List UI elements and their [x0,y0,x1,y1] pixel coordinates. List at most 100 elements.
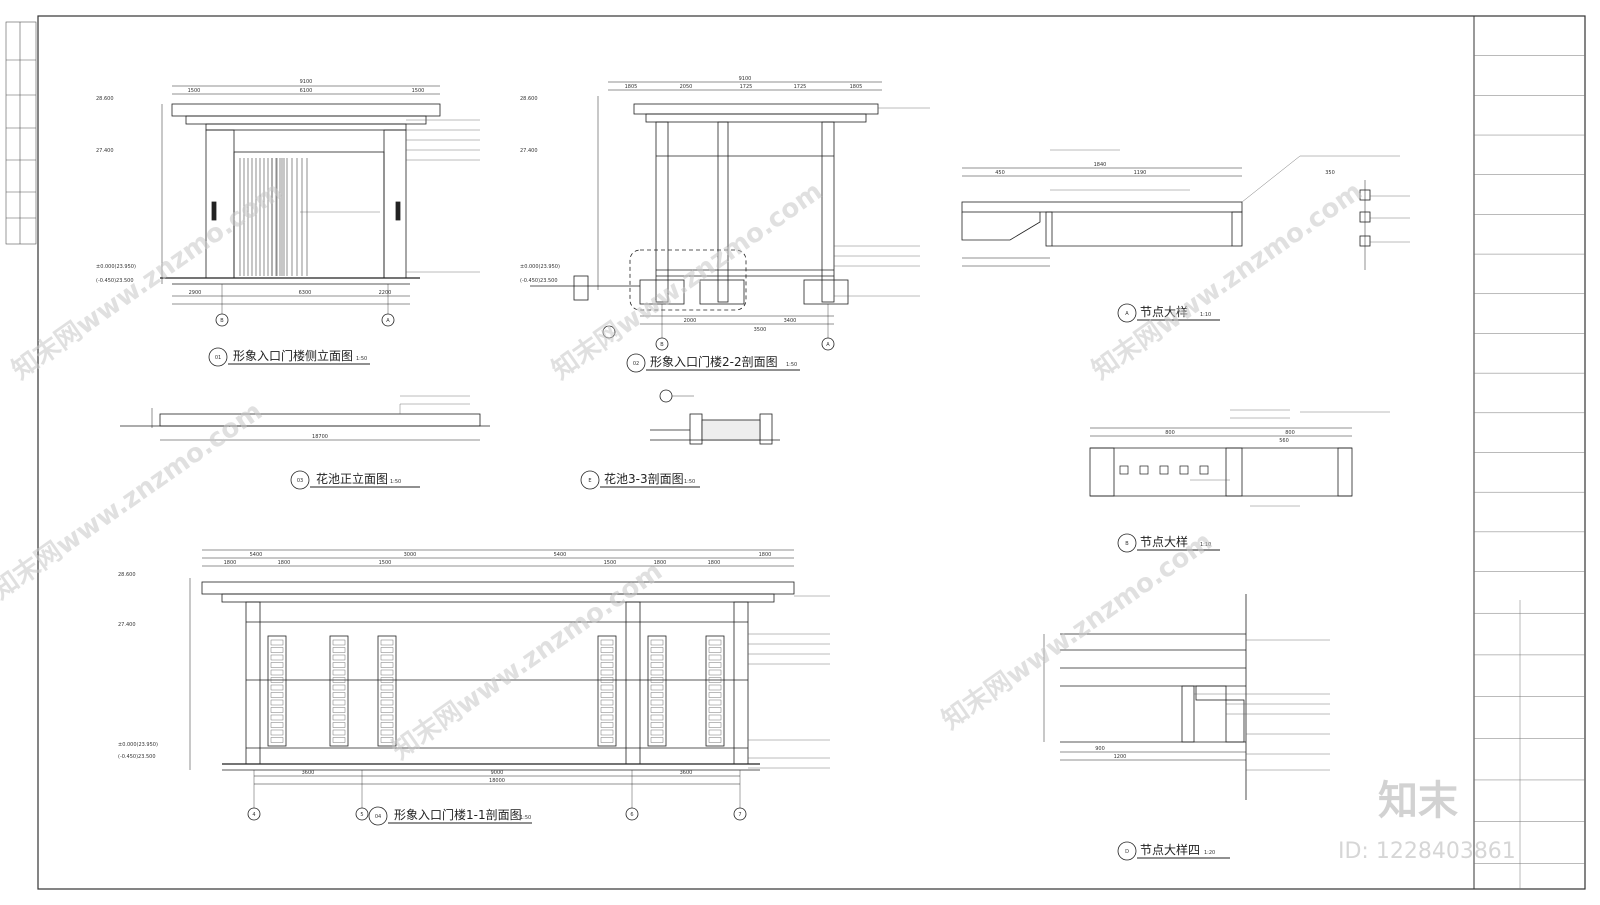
node-detail-D-drawing [1043,594,1330,861]
planter-elevation-drawing [120,395,490,441]
drawing-title: 形象入口门楼1-1剖面图 [394,807,522,822]
dim: 5400 [250,552,263,558]
planter-section-drawing [650,389,780,445]
watermark-layer: 知末网www.znzmo.com 知末网www.znzmo.com 知末网www… [0,176,1368,765]
dim: 1500 [412,88,425,94]
dim: 1800 [654,560,667,566]
dim: 450 [995,170,1005,176]
drawing-label-01 [208,347,370,367]
drawing-title: 花池正立面图 [316,471,388,486]
section-22-drawing [530,81,930,351]
drawing-scale: 1:50 [786,362,797,368]
block-mark [1179,465,1189,475]
dim: 2900 [189,290,202,296]
dim: 1190 [1134,170,1147,176]
drawing-title: 形象入口门楼侧立面图 [233,348,353,363]
lattice-panel [329,635,349,747]
dim: 800 [1165,430,1175,436]
axis-label: 4 [252,812,255,818]
dim: 1500 [604,560,617,566]
drawing-scale: 1:50 [390,479,401,485]
dim-total: 9100 [739,76,752,82]
watermark-text: 知末网www.znzmo.com [937,526,1218,735]
dim-total: 18700 [312,434,328,440]
dim: 1800 [708,560,721,566]
drawing-title: 花池3-3剖面图 [604,471,684,486]
block-mark [1159,465,1169,475]
axis-label: B [220,318,224,324]
level-mark: (-0.450)23.500 [520,278,558,284]
brand-logo: 知末 [1378,778,1458,824]
dim: 9000 [491,770,504,776]
level-mark: 28.600 [118,572,136,578]
level-mark: 28.600 [96,96,114,102]
dim-total: 18000 [489,778,505,784]
lattice-panel [377,635,397,747]
node-detail-A-drawing [961,149,1410,323]
axis-label: B [660,342,664,348]
level-mark: 27.400 [118,622,136,628]
dim: 1500 [379,560,392,566]
lattice-panel [647,635,667,747]
dim: 900 [1095,746,1105,752]
axis-label: A [826,342,830,348]
section-11-drawing [189,549,830,821]
drawing-number: D [1125,849,1129,855]
lattice-panel [705,635,725,747]
drawing-scale: 1:10 [1200,542,1211,548]
dim: 3400 [784,318,797,324]
lattice-panel [267,635,287,747]
dim: 1800 [759,552,772,558]
dim: 2200 [379,290,392,296]
binding-strip [5,21,37,245]
dim: 1805 [625,84,638,90]
drawing-title: 形象入口门楼2-2剖面图 [650,354,778,369]
level-mark: ±0.000(23.950) [118,742,158,748]
lattice-panel [597,635,617,747]
level-mark: 28.600 [520,96,538,102]
dim: 350 [1325,170,1335,176]
level-mark: ±0.000(23.950) [520,264,560,270]
drawing-number: 01 [215,355,221,361]
side-elevation-drawing [160,85,480,327]
level-mark: 27.400 [96,148,114,154]
dim: 800 [1285,430,1295,436]
drawing-title: 节点大样 [1140,534,1188,549]
drawing-label-02 [626,353,800,373]
drawing-scale: 1:20 [1204,850,1215,856]
axis-label: 5 [360,812,363,818]
drawing-scale: 1:50 [356,356,367,362]
dim: 5400 [554,552,567,558]
axis-label: 6 [630,812,633,818]
dim: 1800 [224,560,237,566]
level-mark: 27.400 [520,148,538,154]
axis-label: 7 [738,812,741,818]
dim: 1800 [278,560,291,566]
drawing-number: E [588,478,591,484]
title-block [1473,15,1586,890]
dim-total: 9100 [300,79,313,85]
dim: 1500 [188,88,201,94]
asset-id: ID: 1228403861 [1338,839,1516,864]
level-mark: (-0.450)23.500 [96,278,134,284]
dim: 1725 [794,84,807,90]
axis-label: A [386,318,390,324]
drawing-number: 04 [375,814,381,820]
dim: 6300 [299,290,312,296]
dim: 1805 [850,84,863,90]
dim: 2000 [684,318,697,324]
watermark-text: 知末网www.znzmo.com [1087,176,1368,385]
level-mark: ±0.000(23.950) [96,264,136,270]
drawing-number: 02 [633,361,639,367]
drawing-number: 03 [297,478,303,484]
dim: 560 [1279,438,1289,444]
dim: 3000 [404,552,417,558]
dim: 2050 [680,84,693,90]
drawing-label-03 [290,470,420,490]
drawing-title: 节点大样 [1140,304,1188,319]
drawing-number: B [1125,541,1129,547]
drawing-scale: 1:50 [520,815,531,821]
block-mark [1119,465,1129,475]
drawing-number: A [1125,311,1129,317]
